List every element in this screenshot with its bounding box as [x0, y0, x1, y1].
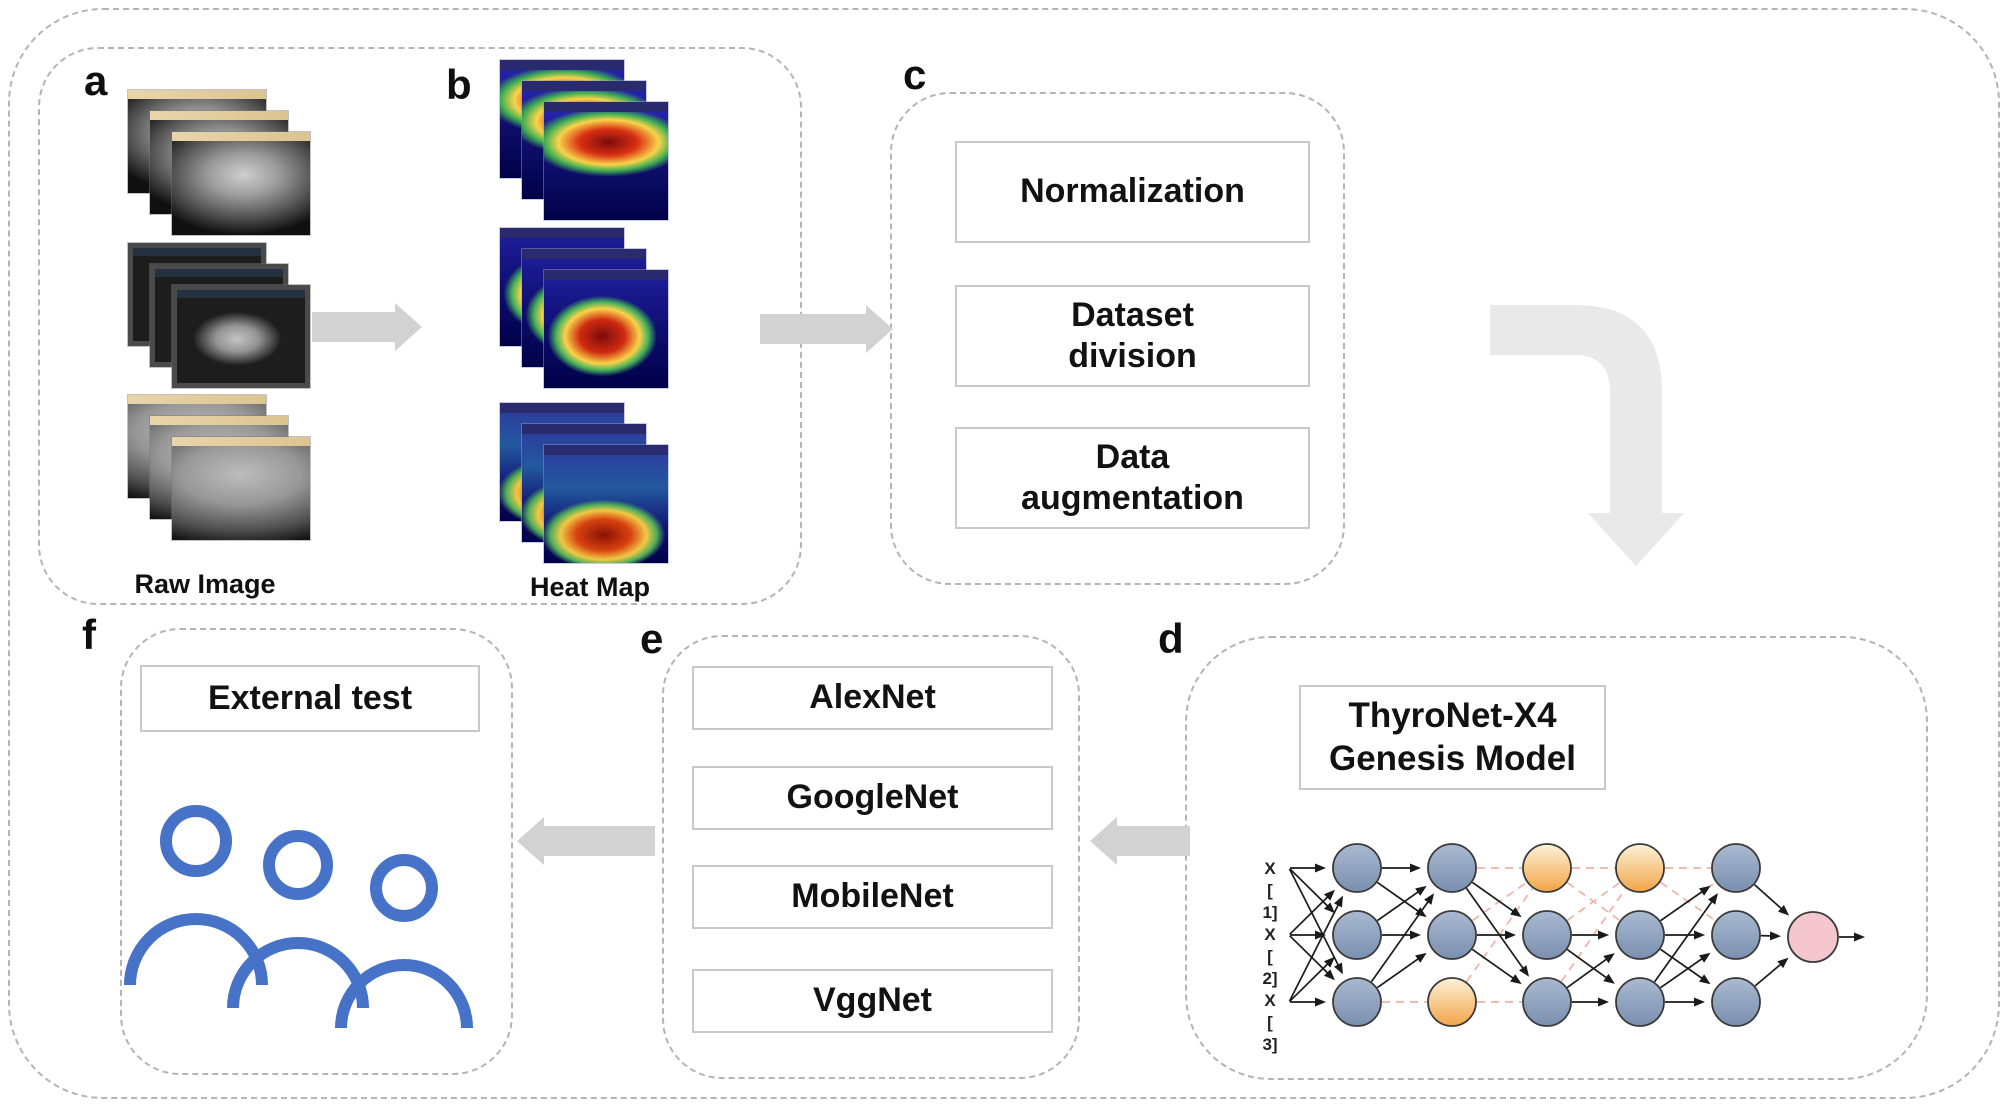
data-augmentation-label-line1: Data — [1095, 437, 1170, 476]
heat-map-caption: Heat Map — [529, 572, 651, 602]
panel-label-b: b — [446, 61, 472, 108]
raw-image-caption: Raw Image — [134, 569, 276, 599]
heatmap-image — [544, 270, 668, 388]
panel-label-e: e — [640, 615, 664, 662]
ultrasound-image — [172, 132, 310, 235]
panel-external-test — [120, 628, 513, 1075]
normalization-label: Normalization — [1020, 172, 1245, 211]
dataset-division-label-line2: division — [1068, 337, 1197, 375]
panel-label-f: f — [82, 611, 96, 658]
data-augmentation-box: Data augmentation — [955, 427, 1310, 529]
vggnet-box: VggNet — [692, 969, 1053, 1033]
thyronet-model-label-line2: Genesis Model — [1328, 738, 1577, 778]
mobilenet-label: MobileNet — [791, 877, 954, 916]
mobilenet-box: MobileNet — [692, 865, 1053, 929]
normalization-box: Normalization — [955, 141, 1310, 243]
googlenet-label: GoogleNet — [786, 778, 959, 817]
panel-label-a: a — [84, 57, 108, 104]
panel-label-d: d — [1158, 615, 1184, 662]
googlenet-box: GoogleNet — [692, 766, 1053, 830]
dataset-division-box: Dataset division — [955, 285, 1310, 387]
heatmap-image — [544, 445, 668, 563]
dataset-division-label-line1: Dataset — [1071, 295, 1194, 334]
data-augmentation-label-line2: augmentation — [1021, 479, 1244, 517]
panel-label-c: c — [903, 51, 927, 98]
panel-baseline-models — [662, 635, 1080, 1079]
external-test-label: External test — [207, 678, 413, 717]
alexnet-box: AlexNet — [692, 666, 1053, 730]
ultrasound-image — [172, 437, 310, 540]
thyronet-model-box: ThyroNet-X4 Genesis Model — [1299, 685, 1606, 790]
vggnet-label: VggNet — [813, 981, 932, 1020]
ultrasound-image — [172, 285, 310, 388]
alexnet-label: AlexNet — [809, 678, 936, 717]
outer-figure-border — [8, 8, 2000, 1099]
heatmap-image — [544, 102, 668, 220]
thyronet-model-label-line1: ThyroNet-X4 — [1348, 695, 1557, 735]
external-test-box: External test — [140, 665, 480, 732]
